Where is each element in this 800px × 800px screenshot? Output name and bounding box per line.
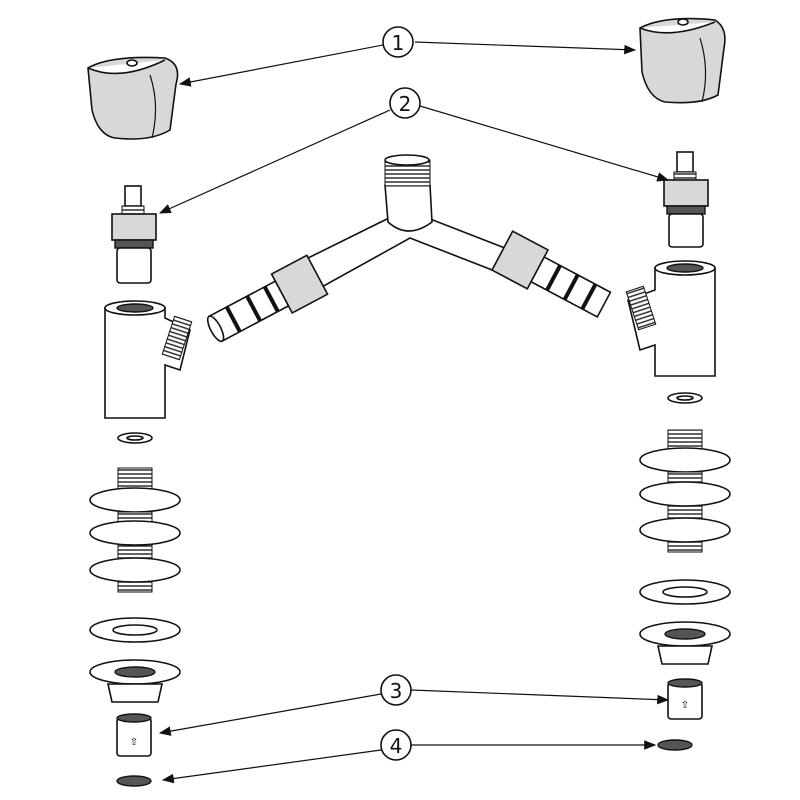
svg-text:⇧: ⇧ (681, 700, 689, 711)
filter-screen-right (657, 739, 693, 751)
check-valve-left: ⇧ (116, 713, 152, 757)
filter-screen-left (116, 775, 152, 787)
y-connector (206, 154, 612, 343)
tee-body-left (104, 300, 193, 419)
tee-body-right (625, 260, 716, 377)
handle-left (87, 56, 179, 140)
callout-2: 2 (389, 87, 421, 119)
callout-4: 4 (380, 729, 412, 761)
handle-right (639, 17, 726, 104)
callout-label: 4 (390, 734, 403, 758)
cartridge-right (663, 151, 709, 248)
leader-lines (158, 41, 670, 784)
callout-3: 3 (380, 674, 412, 706)
callout-label: 3 (390, 679, 403, 703)
mounting-stack-right (639, 392, 731, 665)
callout-label: 1 (392, 31, 405, 55)
check-valve-right: ⇧ (667, 678, 703, 720)
callout-label: 2 (399, 92, 412, 116)
svg-text:⇧: ⇧ (130, 737, 138, 748)
mounting-stack-left (89, 432, 181, 703)
callout-1: 1 (382, 26, 414, 58)
cartridge-left (111, 185, 157, 284)
